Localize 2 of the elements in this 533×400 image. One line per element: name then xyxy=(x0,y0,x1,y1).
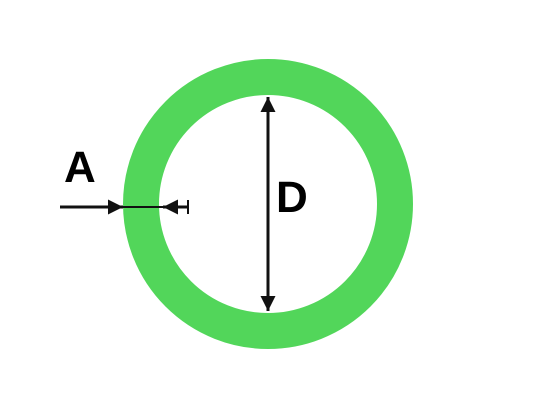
dimension-label: D xyxy=(276,176,308,220)
dimension-label: A xyxy=(64,146,96,190)
